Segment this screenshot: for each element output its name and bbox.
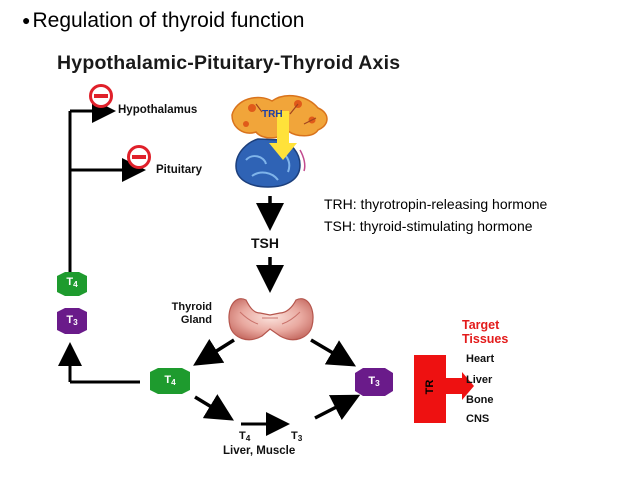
arrow-liver-t3: [314, 394, 361, 421]
trh-arrow: [269, 111, 297, 160]
t3-main-hexagon: [355, 368, 393, 396]
t3-feedback-label: T3: [66, 314, 78, 327]
bullet-icon: ●: [22, 12, 31, 28]
thyroid-label-line2: Gland: [180, 314, 212, 326]
thyroid-label-line1: Thyroid: [171, 301, 212, 313]
tr-receptor-label: TR: [424, 379, 436, 395]
conversion-t3-label: T3: [291, 430, 303, 443]
pituitary-illustration: [235, 138, 306, 188]
hypothalamus-label: Hypothalamus: [118, 104, 198, 116]
arrow-thyroid-t3: [310, 338, 357, 367]
trh-label: TRH: [262, 109, 283, 120]
t4-feedback-label: T4: [66, 276, 78, 289]
t4-main-label: T4: [164, 374, 176, 387]
t4-feedback-hexagon: [57, 272, 87, 296]
pituitary-label: Pituitary: [156, 164, 203, 176]
conversion-t4-label: T4: [239, 430, 251, 443]
liver-muscle-label: Liver, Muscle: [223, 445, 296, 457]
arrow-thyroid-t4: [193, 338, 235, 366]
inhibit-icon-hypothalamus: [89, 84, 113, 108]
t3-feedback-hexagon: [57, 308, 87, 334]
tsh-label: TSH: [251, 235, 279, 251]
feedback-loop: [58, 99, 146, 384]
tr-receptor-arrow: [414, 355, 474, 423]
diagram-title: Hypothalamic-Pituitary-Thyroid Axis: [57, 52, 401, 74]
legend-tsh: TSH: thyroid-stimulating hormone: [324, 218, 533, 234]
legend-trh: TRH: thyrotropin-releasing hormone: [324, 196, 548, 212]
target-tissues-line2: Tissues: [462, 332, 509, 346]
target-tissues-line1: Target: [462, 318, 500, 332]
thyroid-gland-illustration: [228, 298, 314, 341]
t4-main-hexagon: [150, 368, 190, 394]
target-tissues-heading: Target Tissues: [462, 318, 508, 346]
tissue-heart: Heart: [466, 353, 495, 365]
tissue-liver: Liver: [466, 374, 493, 386]
arrow-t4-liver: [194, 394, 234, 421]
slide-title: ●Regulation of thyroid function: [22, 9, 304, 33]
thyroid-gland-label: Thyroid Gland: [152, 301, 212, 327]
tissue-bone: Bone: [466, 394, 494, 406]
t3-main-label: T3: [368, 375, 380, 388]
slide-title-text: Regulation of thyroid function: [32, 9, 305, 32]
inhibit-icon-pituitary: [127, 145, 151, 169]
tissue-cns: CNS: [466, 413, 490, 425]
